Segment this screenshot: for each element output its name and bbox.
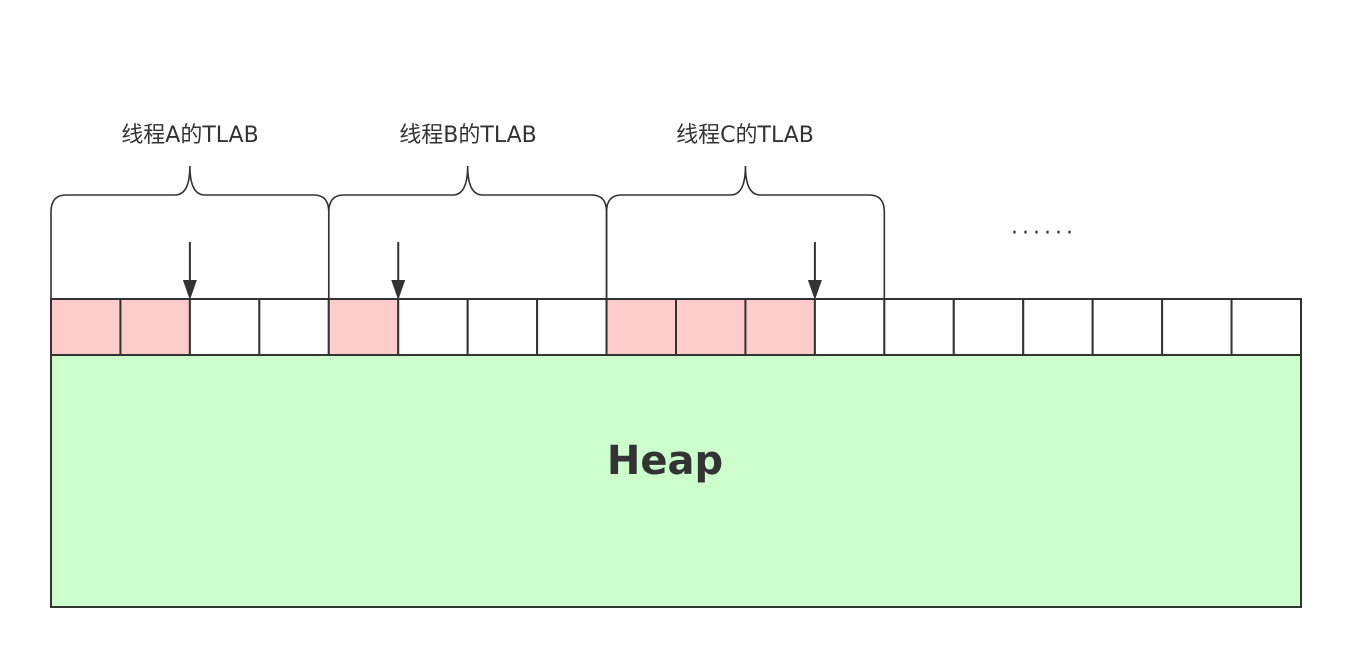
free-cell (258, 298, 330, 356)
allocated-cell (744, 298, 816, 356)
heap-label: Heap (607, 438, 723, 484)
allocated-cell (119, 298, 191, 356)
free-cell (883, 298, 955, 356)
heap-area (50, 354, 1302, 608)
free-cell (1230, 298, 1302, 356)
brace-thread-b (327, 165, 608, 299)
allocation-pointer-arrow-b (391, 242, 406, 300)
allocation-pointer-arrow-c (807, 242, 822, 300)
tlab-label-thread-b: 线程B的TLAB (399, 123, 536, 148)
tlab-label-thread-a: 线程A的TLAB (121, 123, 258, 148)
allocated-cell (327, 298, 400, 356)
allocated-cell (605, 298, 677, 356)
free-cell (536, 298, 608, 356)
allocated-cell (50, 298, 122, 356)
allocated-cell (675, 298, 747, 356)
free-cell (1022, 298, 1094, 356)
more-tlabs-ellipsis: ······ (1011, 221, 1077, 246)
tlab-label-thread-c: 线程C的TLAB (676, 123, 814, 148)
free-cell (466, 298, 539, 356)
free-cell (813, 298, 886, 356)
tlab-braces (50, 165, 886, 299)
free-cell (1161, 298, 1233, 356)
free-cell (952, 298, 1025, 356)
brace-thread-c (605, 165, 886, 299)
free-cell (397, 298, 469, 356)
memory-cells (50, 298, 1302, 356)
allocation-pointers (182, 242, 822, 300)
free-cell (188, 298, 261, 356)
allocation-pointer-arrow-a (182, 242, 197, 300)
free-cell (1091, 298, 1164, 356)
brace-thread-a (50, 165, 330, 299)
tlab-labels: 线程A的TLAB 线程B的TLAB 线程C的TLAB (121, 123, 814, 148)
